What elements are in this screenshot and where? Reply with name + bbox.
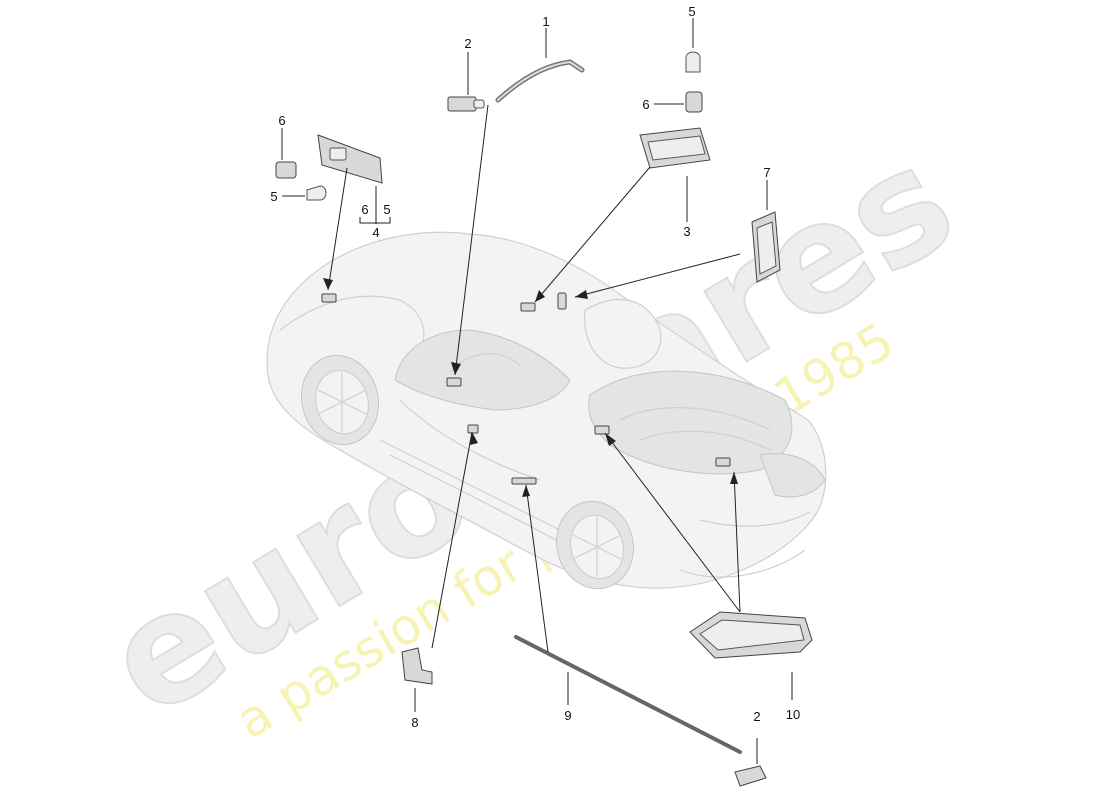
part-4-lamp-housing [317, 134, 383, 184]
part-1-wiring-harness [495, 59, 585, 103]
callout-5-top: 5 [688, 4, 695, 19]
part-2-courtesy-lamp [447, 96, 485, 112]
part-10-luggage-compartment-lamp [689, 611, 813, 659]
callout-5-left: 5 [270, 189, 277, 204]
part-5-bulb-top [685, 51, 701, 73]
part-3-interior-lamp [639, 127, 711, 169]
leader-arrowheads [323, 278, 738, 497]
callout-9: 9 [564, 708, 571, 723]
callout-10: 10 [786, 707, 800, 722]
callout-6-left: 6 [278, 113, 285, 128]
callout-4: 4 [372, 225, 379, 240]
callout-6-top: 6 [642, 97, 649, 112]
part-7-control-unit [751, 211, 781, 283]
callout-2-bottom: 2 [753, 709, 760, 724]
callout-labels: 1 2 5 6 6 5 6 5 4 3 7 8 9 2 10 [270, 4, 800, 730]
part-6-bulb-holder-top [685, 91, 703, 113]
callout-8: 8 [411, 715, 418, 730]
callout-1: 1 [542, 14, 549, 29]
callout-7: 7 [763, 165, 770, 180]
callout-2-top: 2 [464, 36, 471, 51]
part-2-connector-bottom [734, 765, 767, 787]
part-6-bulb-holder-left [275, 161, 297, 179]
callout-3: 3 [683, 224, 690, 239]
part-5-bulb-left [306, 185, 327, 201]
car-illustration [266, 231, 827, 590]
part-8-switch [401, 647, 433, 685]
callout-5-bracket: 5 [383, 202, 390, 217]
callout-6-bracket: 6 [361, 202, 368, 217]
part-9-light-strip [514, 635, 742, 754]
leader-lines [281, 18, 793, 764]
